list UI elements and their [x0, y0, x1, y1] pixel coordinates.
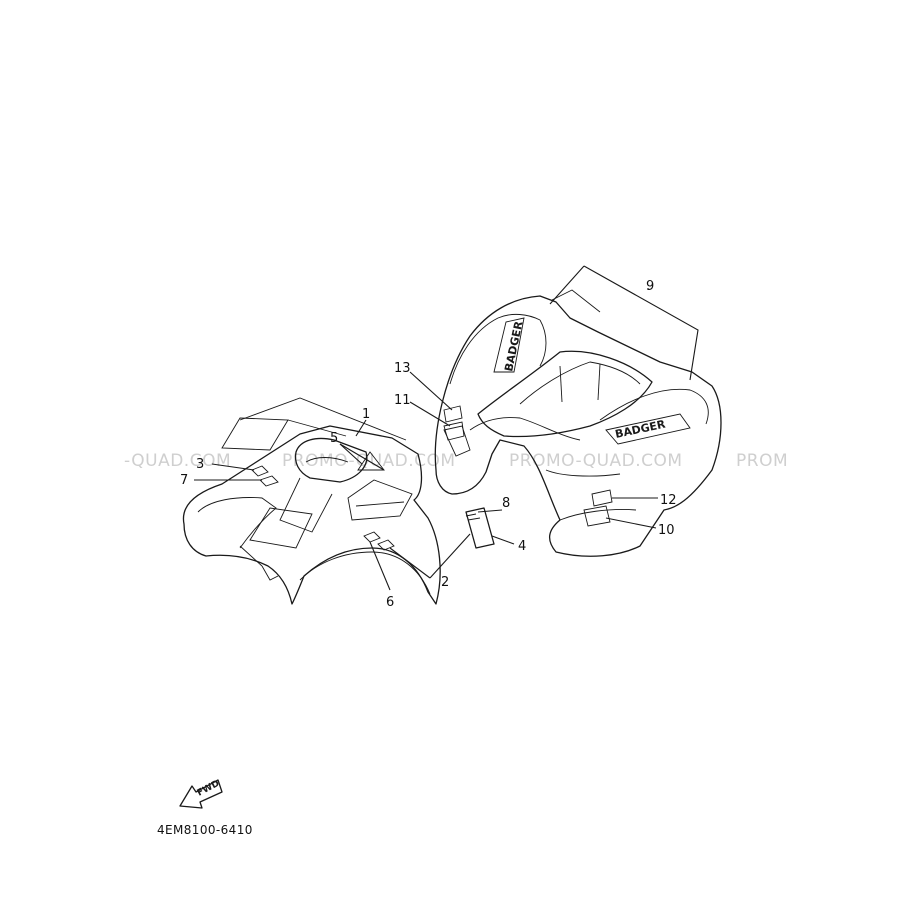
leader-lines [194, 265, 699, 591]
callout-7: 7 [180, 473, 188, 488]
logo-badger-rear-side: BADGER [502, 319, 525, 372]
decal-piece-4 [465, 507, 495, 549]
callout-1: 1 [362, 407, 370, 422]
callout-8: 8 [502, 496, 510, 511]
callout-10: 10 [658, 523, 675, 538]
watermark-left: -QUAD.COM [124, 451, 231, 471]
callout-3: 3 [196, 457, 204, 472]
callouts: 1 2 3 4 5 6 7 8 9 10 11 12 13 [180, 279, 677, 610]
rear-fender [434, 289, 722, 557]
callout-6: 6 [386, 595, 394, 610]
part-code: 4EM8100-6410 [157, 823, 253, 837]
logo-badger-rear-top: BADGER [614, 417, 667, 440]
watermark-right: PROMO-QUAD.COM [509, 451, 683, 471]
callout-4: 4 [518, 539, 526, 554]
callout-9: 9 [646, 279, 654, 294]
fwd-label: FWD [196, 779, 221, 799]
callout-2: 2 [441, 575, 449, 590]
callout-11: 11 [394, 393, 411, 408]
watermark-far: PROM [736, 451, 788, 471]
front-fender [182, 397, 441, 605]
fwd-arrow-icon: FWD [179, 779, 223, 809]
callout-5: 5 [330, 431, 338, 446]
callout-13: 13 [394, 361, 411, 376]
watermark: -QUAD.COM PROMO-QUAD.COM PROMO-QUAD.COM … [124, 451, 788, 471]
callout-12: 12 [660, 493, 677, 508]
